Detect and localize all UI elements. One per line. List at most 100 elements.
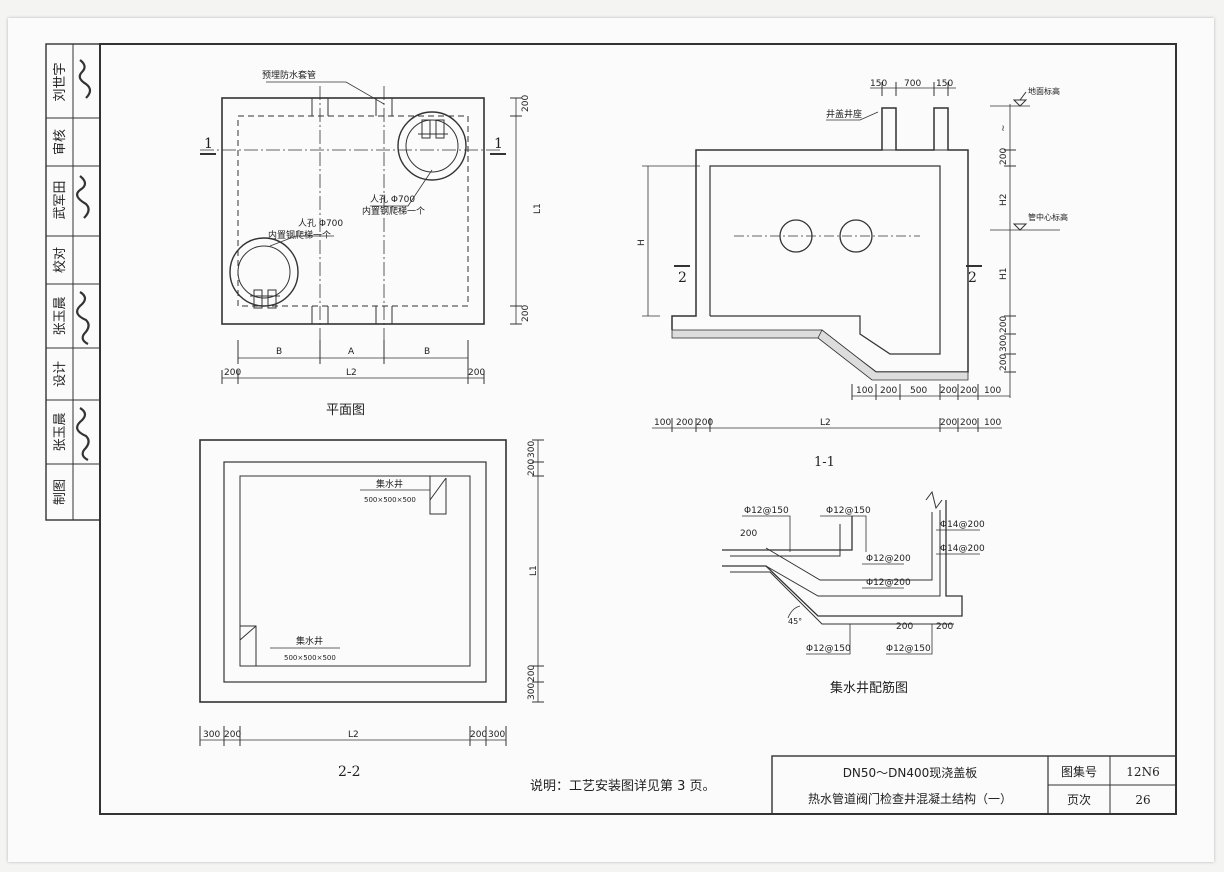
rebar-label-7: Φ12@150 bbox=[886, 644, 931, 654]
s22-dim-b-4: 300 bbox=[488, 730, 505, 740]
signature-strip: 刘世宇 审核 武军田 校对 张玉晨 设计 张玉晨 制图 bbox=[45, 43, 101, 521]
s11-section-mark-left: 2 bbox=[678, 270, 687, 286]
s11-dim-b1-3: 200 bbox=[940, 386, 957, 396]
sump-top-size: 500×500×500 bbox=[364, 496, 416, 504]
section-1-1-title: 1-1 bbox=[814, 455, 835, 470]
sump-bottom-label: 集水井 bbox=[296, 635, 323, 647]
page-value: 26 bbox=[1135, 793, 1150, 807]
s11-dim-b2-0: 100 bbox=[654, 418, 671, 428]
s11-dim-b2-4: 200 bbox=[940, 418, 957, 428]
s11-dim-b2-5: 200 bbox=[960, 418, 977, 428]
plan-dim-right: 200 bbox=[468, 368, 485, 378]
plan-ladder-b-label: 内置钢爬梯一个 bbox=[362, 205, 425, 217]
s11-dim-r-H1: H1 bbox=[999, 268, 1009, 281]
s11-dim-r-hh: ~ bbox=[999, 124, 1009, 132]
plan-manhole-b-label: 人孔 Φ700 bbox=[370, 194, 415, 205]
plan-manhole-a-label: 人孔 Φ700 bbox=[298, 218, 343, 229]
reviewer-role: 审核 bbox=[53, 129, 68, 155]
page-label: 页次 bbox=[1067, 793, 1091, 807]
rebar-label-6: Φ12@150 bbox=[806, 644, 851, 654]
plan-dim-B1: B bbox=[276, 347, 282, 357]
s22-dim-r-1: 200 bbox=[527, 459, 537, 476]
plan-dim-left: 200 bbox=[224, 368, 241, 378]
s11-dim-r-H2: H2 bbox=[999, 194, 1009, 207]
rebar-label-4: Φ12@200 bbox=[866, 554, 911, 564]
plan-section-mark-left: 1 bbox=[204, 136, 213, 152]
s11-wellcover-label: 井盖井座 bbox=[826, 108, 862, 120]
s11-dim-r-200b: 200 bbox=[999, 316, 1009, 333]
signature-scribble bbox=[78, 59, 92, 99]
rebar-label-5: Φ12@200 bbox=[866, 578, 911, 588]
signature-scribble bbox=[76, 291, 90, 345]
signature-scribble bbox=[76, 175, 90, 219]
drafter-role: 制图 bbox=[53, 479, 68, 505]
plan-dim-B2: B bbox=[424, 347, 430, 357]
rebar-detail: Φ12@150 Φ12@150 Φ14@200 Φ14@200 Φ12@200 … bbox=[722, 490, 985, 696]
designer-role: 设计 bbox=[53, 361, 68, 387]
s11-dim-r-200c: 200 bbox=[999, 354, 1009, 371]
rebar-dim-angle: 45° bbox=[788, 617, 802, 626]
s11-dim-r-300: 300 bbox=[999, 335, 1009, 352]
plan-section-mark-right: 1 bbox=[494, 136, 503, 152]
plan-dim-bottom: 200 bbox=[521, 305, 531, 322]
plan-dim-top: 200 bbox=[521, 95, 531, 112]
rebar-label-0: Φ12@150 bbox=[744, 506, 789, 516]
section-2-2-title: 2-2 bbox=[338, 764, 361, 780]
title-line-1: DN50～DN400现浇盖板 bbox=[843, 766, 978, 780]
rebar-label-3: Φ14@200 bbox=[940, 544, 985, 554]
note-text: 说明：工艺安装图详见第 3 页。 bbox=[530, 779, 716, 794]
section-2-2-view: 集水井 500×500×500 集水井 500×500×500 300 200 … bbox=[199, 439, 544, 780]
reviewer-name: 刘世宇 bbox=[53, 62, 68, 101]
s11-dim-b2-3: L2 bbox=[820, 418, 831, 428]
rebar-title: 集水井配筋图 bbox=[830, 680, 908, 696]
s11-dim-b2-2: 200 bbox=[696, 418, 713, 428]
rebar-dim-2: 200 bbox=[936, 622, 953, 632]
s11-dim-b2-6: 100 bbox=[984, 418, 1001, 428]
designer-name: 张玉晨 bbox=[53, 296, 68, 335]
plan-dim-A: A bbox=[348, 347, 355, 357]
s11-dim-r-200: 200 bbox=[999, 148, 1009, 165]
s11-ground-label: 地面标高 bbox=[1028, 86, 1060, 96]
title-line-2: 热水管道阀门检查井混凝土结构（一） bbox=[808, 791, 1012, 806]
atlas-label: 图集号 bbox=[1061, 764, 1097, 779]
plan-title: 平面图 bbox=[326, 403, 365, 418]
plan-dim-L2: L2 bbox=[346, 368, 357, 378]
rebar-dim-0: 200 bbox=[740, 529, 757, 539]
rebar-label-1: Φ12@150 bbox=[826, 506, 871, 516]
s22-dim-b-2: L2 bbox=[348, 730, 359, 740]
checker-name: 武军田 bbox=[53, 180, 68, 219]
s22-dim-r-2: L1 bbox=[529, 565, 539, 576]
s11-dim-b1-5: 100 bbox=[984, 386, 1001, 396]
plan-view: 预埋防水套管 人孔 Φ700 内置钢爬梯一个 人孔 Φ700 内置钢爬梯一个 1… bbox=[200, 69, 543, 418]
plan-pipe-label: 预埋防水套管 bbox=[262, 69, 316, 81]
s22-dim-r-3: 200 bbox=[527, 665, 537, 682]
section-1-1-view: 2 2 150 700 150 井盖井座 H 地面标高 管中心标高 ~ 200 … bbox=[637, 79, 1068, 470]
checker-role: 校对 bbox=[52, 247, 68, 273]
plan-dim-L1: L1 bbox=[533, 203, 543, 214]
s22-dim-r-4: 300 bbox=[527, 683, 537, 700]
s11-dim-top-150b: 150 bbox=[936, 79, 953, 89]
s22-dim-b-0: 300 bbox=[203, 730, 220, 740]
s22-dim-r-0: 300 bbox=[527, 441, 537, 458]
s11-dim-b1-0: 100 bbox=[856, 386, 873, 396]
sump-bottom-size: 500×500×500 bbox=[284, 654, 336, 662]
plan-outline bbox=[221, 97, 485, 325]
signature-scribble bbox=[76, 407, 90, 461]
sump-top-label: 集水井 bbox=[376, 478, 403, 490]
s11-dim-top-150a: 150 bbox=[870, 79, 887, 89]
plan-inner-wall bbox=[237, 115, 469, 307]
s11-dim-b2-1: 200 bbox=[676, 418, 693, 428]
s11-dim-H: H bbox=[637, 239, 647, 246]
s22-dim-b-1: 200 bbox=[224, 730, 241, 740]
plan-ladder-a-label: 内置钢爬梯一个 bbox=[268, 229, 331, 241]
atlas-value: 12N6 bbox=[1126, 765, 1159, 779]
drawing-frame bbox=[99, 43, 1177, 815]
rebar-label-2: Φ14@200 bbox=[940, 520, 985, 530]
s11-dim-b1-2: 500 bbox=[910, 386, 927, 396]
rebar-dim-1: 200 bbox=[896, 622, 913, 632]
title-block: DN50～DN400现浇盖板 热水管道阀门检查井混凝土结构（一） 图集号 12N… bbox=[771, 755, 1177, 815]
s11-dim-b1-1: 200 bbox=[880, 386, 897, 396]
s11-pipecenter-label: 管中心标高 bbox=[1028, 212, 1068, 222]
drafter-name: 张玉晨 bbox=[53, 412, 68, 451]
